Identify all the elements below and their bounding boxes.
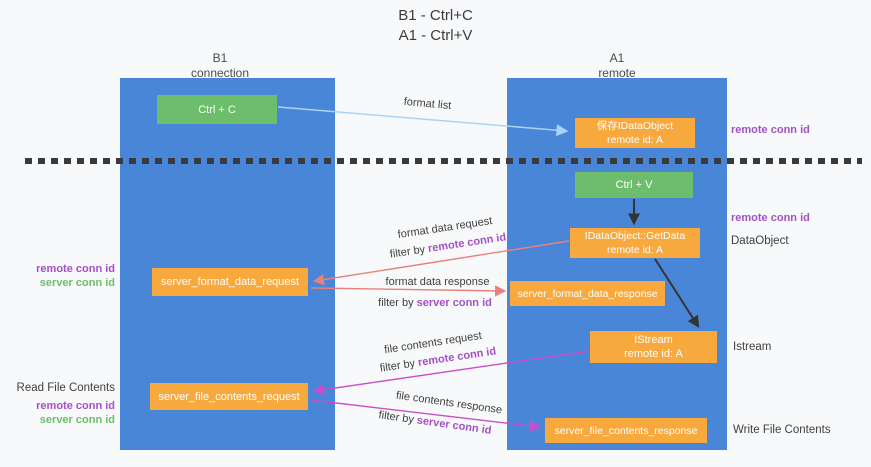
label-format-list: format list bbox=[403, 95, 452, 113]
server-file-contents-request-label: server_file_contents_request bbox=[158, 390, 300, 403]
filter-server-conn-id: server conn id bbox=[415, 414, 493, 437]
title-line-1: B1 - Ctrl+C bbox=[398, 7, 473, 24]
dataobject-label: DataObject bbox=[731, 235, 789, 247]
getdata-line1: IDataObject::GetData bbox=[584, 230, 686, 242]
ctrl-v-label: Ctrl + V bbox=[615, 179, 653, 191]
filter-prefix: filter by bbox=[377, 409, 418, 427]
label-format-data-response: format data response bbox=[385, 276, 490, 288]
filter-prefix: filter by bbox=[389, 243, 429, 261]
istream-side-label: Istream bbox=[733, 341, 772, 353]
left-server-conn-id-1: server conn id bbox=[39, 277, 115, 289]
istream-line2: remote id: A bbox=[624, 348, 683, 360]
server-format-data-request-label: server_format_data_request bbox=[160, 276, 300, 288]
node-istream: IStream remote id: A bbox=[590, 331, 717, 363]
lane-b1-name: B1 bbox=[212, 51, 228, 65]
istream-line1: IStream bbox=[634, 334, 673, 346]
lane-header-a1: A1 remote bbox=[557, 51, 677, 81]
node-save-idataobject: 保存IDataObject remote id: A bbox=[575, 118, 695, 148]
right-remote-conn-id-2: remote conn id bbox=[731, 212, 810, 224]
label-filter-format-response: filter by server conn id bbox=[365, 297, 505, 309]
getdata-line2: remote id: A bbox=[606, 244, 664, 256]
save-idataobject-line1: 保存IDataObject bbox=[596, 120, 674, 132]
title-line-2: A1 - Ctrl+V bbox=[398, 27, 473, 44]
server-format-data-response-label: server_format_data_response bbox=[517, 287, 658, 300]
node-server-file-contents-request: server_file_contents_request bbox=[150, 383, 308, 410]
lane-header-b1: B1 connection bbox=[160, 51, 280, 81]
arrow-format-data-response bbox=[310, 285, 507, 297]
left-remote-conn-id-2: remote conn id bbox=[36, 400, 115, 412]
read-file-contents-label: Read File Contents bbox=[16, 382, 115, 394]
node-idataobject-getdata: IDataObject::GetData remote id: A bbox=[570, 228, 700, 258]
filter-server-conn-id: server conn id bbox=[416, 297, 492, 309]
node-ctrl-c: Ctrl + C bbox=[157, 95, 277, 124]
node-server-format-data-response: server_format_data_response bbox=[510, 281, 665, 306]
write-file-contents-label: Write File Contents bbox=[733, 424, 831, 436]
right-remote-conn-id-1: remote conn id bbox=[731, 124, 810, 136]
left-server-conn-id-2: server conn id bbox=[39, 414, 115, 426]
node-server-file-contents-response: server_file_contents_response bbox=[545, 418, 707, 443]
server-file-contents-response-label: server_file_contents_response bbox=[554, 424, 698, 437]
dashed-separator bbox=[25, 158, 862, 164]
node-server-format-data-request: server_format_data_request bbox=[152, 268, 308, 296]
ctrl-c-label: Ctrl + C bbox=[198, 103, 236, 116]
lane-a1-subtitle: remote bbox=[598, 66, 636, 80]
filter-prefix: filter by bbox=[379, 357, 419, 375]
diagram-title: B1 - Ctrl+C A1 - Ctrl+V bbox=[0, 6, 871, 46]
lane-a1-name: A1 bbox=[609, 51, 625, 65]
left-remote-conn-id-1: remote conn id bbox=[36, 263, 115, 275]
lane-b1-subtitle: connection bbox=[190, 66, 250, 80]
save-idataobject-line2: remote id: A bbox=[606, 134, 664, 146]
node-ctrl-v: Ctrl + V bbox=[575, 172, 693, 198]
filter-prefix: filter by bbox=[378, 297, 417, 309]
